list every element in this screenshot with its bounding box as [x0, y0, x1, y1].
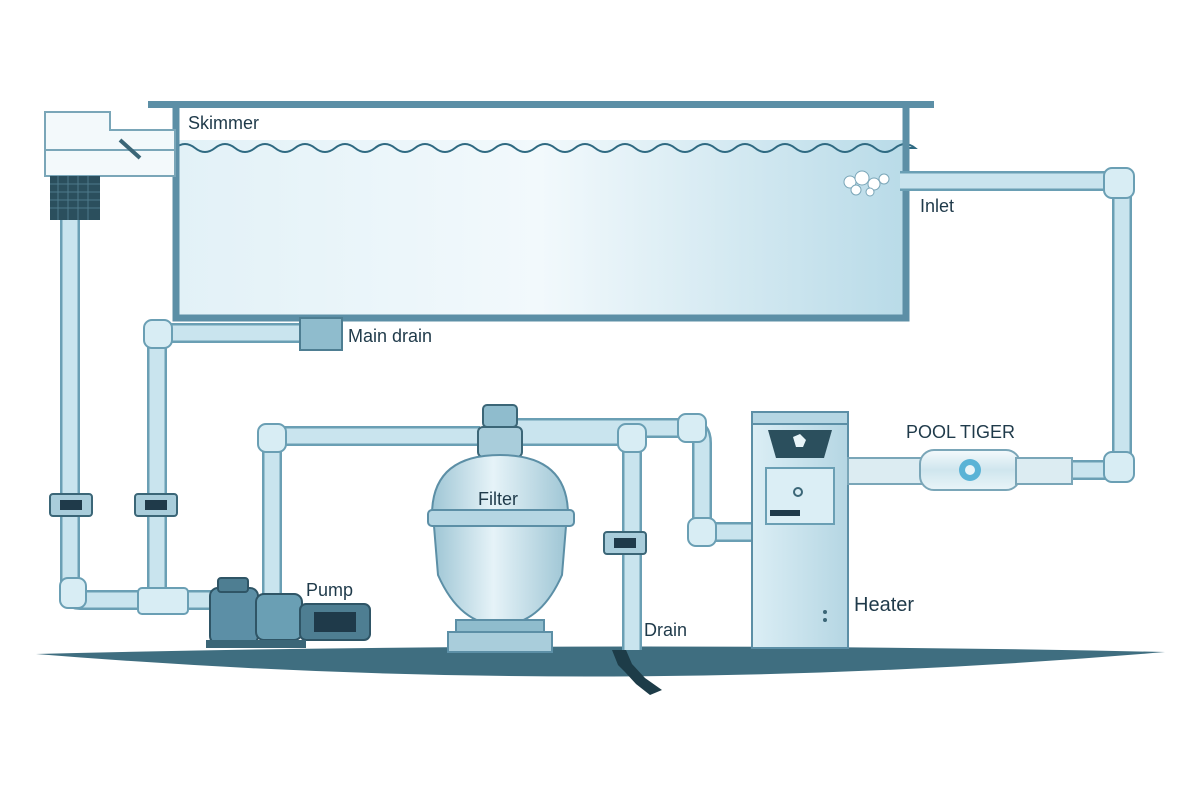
main-drain — [299, 317, 343, 351]
ground-crack — [612, 650, 662, 695]
filter-tank-icon — [427, 404, 575, 653]
ground — [36, 646, 1165, 677]
pool-rim — [148, 101, 934, 108]
skimmer — [44, 111, 176, 220]
heater-icon — [751, 411, 849, 649]
water-surface — [174, 143, 918, 153]
label-drain: Drain — [644, 620, 688, 640]
pump-icon — [206, 577, 371, 648]
inlet-jet — [843, 170, 890, 197]
label-main-drain: Main drain — [348, 326, 433, 346]
label-skimmer: Skimmer — [188, 113, 259, 133]
valve-icon — [134, 493, 178, 517]
valve-icon — [49, 493, 93, 517]
pool-wall — [172, 108, 910, 322]
pool — [148, 101, 934, 322]
pool-tiger-device-icon — [847, 449, 1073, 491]
valve-icon — [603, 531, 647, 555]
label-pool-tiger: POOL TIGER — [906, 422, 1016, 442]
label-pump: Pump — [306, 580, 354, 600]
pipes — [59, 167, 1135, 650]
label-filter: Filter — [478, 489, 518, 509]
label-heater: Heater — [854, 594, 915, 616]
label-inlet: Inlet — [920, 196, 955, 216]
